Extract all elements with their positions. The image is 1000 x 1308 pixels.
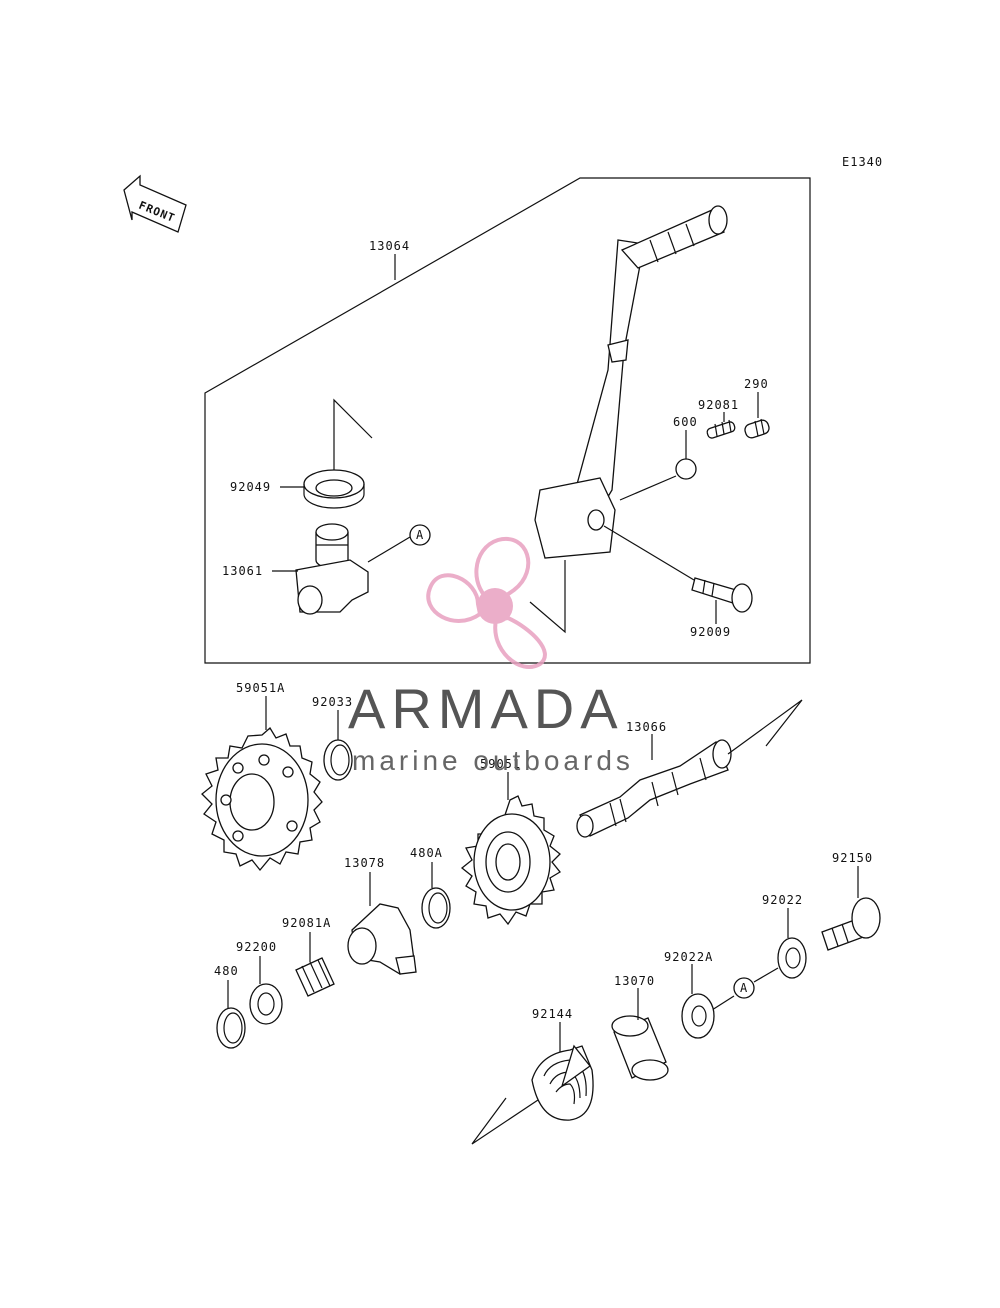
- armada-logo-icon: [426, 536, 547, 669]
- part-label-13064: 13064: [369, 239, 410, 253]
- washer-92022A: [681, 993, 715, 1039]
- washer-92200: [249, 983, 283, 1025]
- front-arrow-icon: FRONT: [123, 174, 187, 233]
- shaft-13066: [576, 739, 732, 838]
- washer-92033: [323, 739, 353, 781]
- part-label-92022: 92022: [762, 893, 803, 907]
- diagram-id: E1340: [842, 155, 883, 169]
- part-label-92200: 92200: [236, 940, 277, 954]
- spring-92144: [531, 1044, 594, 1121]
- guide-line-spring: [471, 1097, 539, 1145]
- ref-marker-a-top: [409, 524, 431, 546]
- guide-line-seal: [333, 398, 373, 470]
- kick-pedal-lever: [534, 205, 728, 559]
- ring-480: [216, 1007, 246, 1049]
- assembly-frame: [204, 177, 811, 664]
- ref-marker-a-bottom-label: A: [740, 981, 748, 995]
- oil-seal-92049: [303, 469, 365, 509]
- part-label-13066: 13066: [626, 720, 667, 734]
- part-label-59051A: 59051A: [236, 681, 285, 695]
- ratchet-13078: [347, 903, 417, 975]
- part-label-290: 290: [744, 377, 769, 391]
- part-label-13070: 13070: [614, 974, 655, 988]
- spring-92081: [706, 419, 736, 439]
- spring-290: [744, 418, 770, 439]
- part-label-92144: 92144: [532, 1007, 573, 1021]
- ring-480A: [421, 887, 451, 929]
- pinion-13061: [295, 523, 369, 615]
- gear-59051: [460, 795, 561, 926]
- ref-marker-a-bottom: [733, 977, 755, 999]
- part-label-92049: 92049: [230, 480, 271, 494]
- part-label-92022A: 92022A: [664, 950, 713, 964]
- part-label-92081: 92081: [698, 398, 739, 412]
- bolt-92150: [821, 897, 881, 951]
- guide-line-pedal: [529, 560, 566, 634]
- part-label-92033: 92033: [312, 695, 353, 709]
- watermark-subtitle: marine outboards: [352, 745, 634, 776]
- ref-marker-a-top-label: A: [416, 528, 424, 542]
- part-label-92009: 92009: [690, 625, 731, 639]
- part-label-59051: 59051: [480, 757, 521, 771]
- part-label-13061: 13061: [222, 564, 263, 578]
- collar-13070: [611, 1015, 669, 1081]
- part-label-13078: 13078: [344, 856, 385, 870]
- bolt-92009: [691, 577, 753, 613]
- gear-59051A: [201, 726, 323, 872]
- part-label-92150: 92150: [832, 851, 873, 865]
- ball-600: [675, 458, 697, 480]
- spring-92081A: [295, 957, 335, 997]
- part-label-480: 480: [214, 964, 239, 978]
- part-label-480A: 480A: [410, 846, 443, 860]
- part-label-600: 600: [673, 415, 698, 429]
- washer-92022: [777, 937, 807, 979]
- guide-line-shaft: [727, 699, 803, 755]
- part-label-92081A: 92081A: [282, 916, 331, 930]
- watermark-title: ARMADA: [348, 677, 624, 740]
